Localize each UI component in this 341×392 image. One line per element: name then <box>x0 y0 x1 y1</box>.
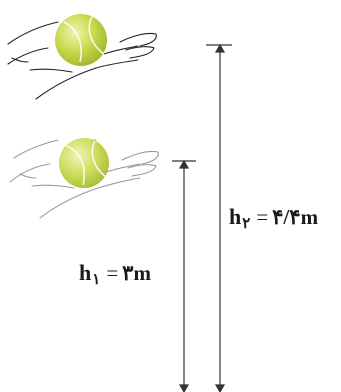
h2-measure-line <box>206 43 232 392</box>
bottom-tennis-ball-icon <box>59 138 109 188</box>
h2-top-arrow-icon <box>214 43 226 53</box>
h2-unit: m <box>300 205 319 229</box>
h1-unit: m <box>133 261 151 285</box>
h2-label: h۲ =۴/۴m <box>229 206 318 232</box>
h1-measure-line <box>172 159 196 392</box>
h2-value: ۴/۴ <box>272 205 301 229</box>
h1-bottom-arrow-icon <box>178 384 190 392</box>
h1-value: ۳ <box>122 261 134 285</box>
h2-subscript: ۲ <box>242 216 251 232</box>
top-hand-holding-ball-icon <box>7 14 157 100</box>
h2-symbol: h <box>229 204 242 229</box>
bottom-hand-holding-ball-icon <box>9 138 159 219</box>
h2-bottom-arrow-icon <box>214 384 226 392</box>
top-tennis-ball-icon <box>55 14 107 66</box>
h1-subscript: ۱ <box>92 272 101 288</box>
h1-top-arrow-icon <box>178 159 190 169</box>
h1-label: h۱ =۳m <box>79 262 151 288</box>
h1-equals: = <box>106 261 119 285</box>
h2-equals: = <box>256 205 269 229</box>
h1-symbol: h <box>79 260 92 285</box>
